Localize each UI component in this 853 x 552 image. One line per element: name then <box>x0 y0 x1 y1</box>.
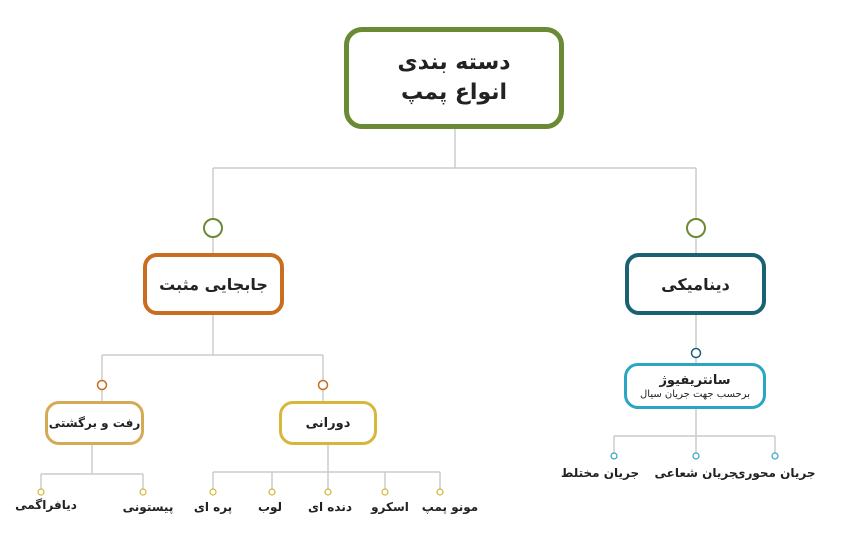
rotary-label: دورانی <box>305 415 351 431</box>
leaf-lobe: لوب <box>257 500 283 514</box>
leaf-mono-pump: مونو پمپ <box>421 500 479 514</box>
centrifugal-node-dot <box>690 347 702 359</box>
leaf-dot-mono <box>436 488 444 496</box>
leaf-dot-gear <box>324 488 332 496</box>
leaf-axial-flow: جریان محوری <box>734 466 816 480</box>
centrifugal-node: سانتریفیوژ برحسب جهت جریان سیال <box>624 363 766 409</box>
leaf-diaphragm: دیافراگمی <box>15 498 77 512</box>
leaf-dot-mixed <box>610 452 618 460</box>
leaf-dot-vane <box>209 488 217 496</box>
leaf-dot-diaphragm <box>37 488 45 496</box>
leaf-radial-flow: جریان شعاعی <box>654 466 738 480</box>
rotary-node: دورانی <box>279 401 377 445</box>
leaf-dot-axial <box>771 452 779 460</box>
centrifugal-subtitle: برحسب جهت جریان سیال <box>640 388 750 400</box>
leaf-dot-piston <box>139 488 147 496</box>
centrifugal-label: سانتریفیوژ <box>659 372 731 388</box>
root-title-line1: دسته بندی <box>397 50 511 75</box>
dynamic-node-dot <box>686 218 706 238</box>
root-node: دسته بندی انواع پمپ <box>344 27 564 129</box>
positive-displacement-node: جابجایی مثبت <box>143 253 284 315</box>
leaf-dot-lobe <box>268 488 276 496</box>
root-title-line2: انواع پمپ <box>400 80 508 105</box>
dynamic-label: دینامیکی <box>661 274 730 294</box>
leaf-gear: دنده ای <box>308 500 352 514</box>
reciprocating-node: رفت و برگشتی <box>45 401 144 445</box>
reciprocating-label: رفت و برگشتی <box>48 416 141 430</box>
dynamic-node: دینامیکی <box>625 253 766 315</box>
leaf-piston: پیستونی <box>122 500 174 514</box>
leaf-mixed-flow: جریان مختلط <box>560 466 640 480</box>
positive-displacement-label: جابجایی مثبت <box>159 274 268 294</box>
reciprocating-node-dot <box>96 379 108 391</box>
rotary-node-dot <box>317 379 329 391</box>
leaf-dot-radial <box>692 452 700 460</box>
leaf-dot-screw <box>381 488 389 496</box>
leaf-screw: اسکرو <box>371 500 409 514</box>
leaf-vane: پره ای <box>193 500 233 514</box>
positive-node-dot <box>203 218 223 238</box>
